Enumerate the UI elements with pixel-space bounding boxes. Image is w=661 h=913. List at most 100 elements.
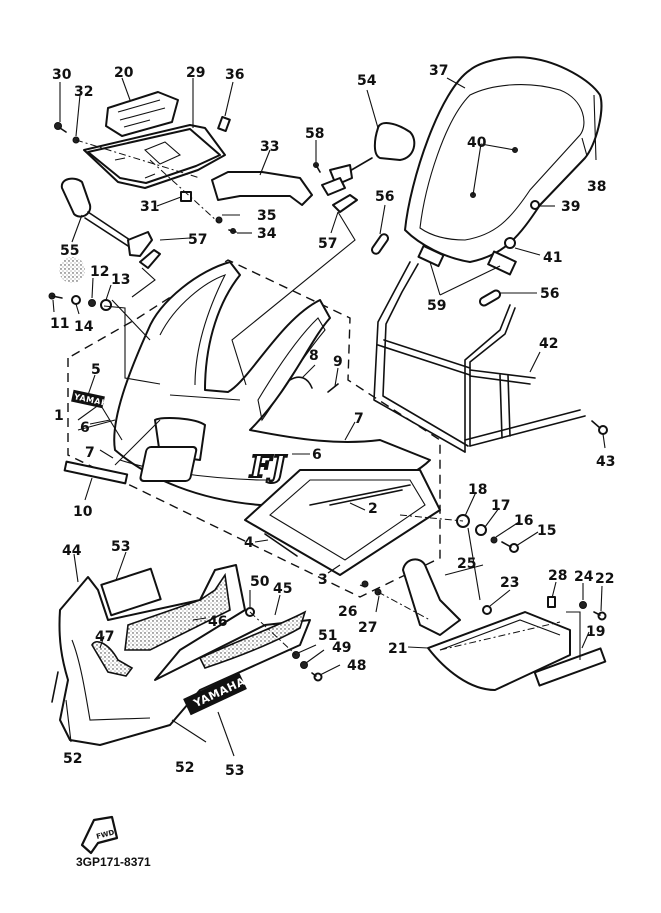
callout-43: 43 (596, 454, 615, 470)
callout-45: 45 (273, 581, 292, 597)
callout-18: 18 (468, 482, 487, 498)
mirror-gasket-part-57-left[interactable] (139, 249, 161, 269)
screw-part-58[interactable] (313, 162, 321, 173)
callout-26: 26 (338, 604, 357, 620)
trim-part-52-left[interactable] (51, 671, 59, 703)
callout-13: 13 (111, 272, 130, 288)
callout-5: 5 (91, 362, 101, 378)
collar-part-17[interactable] (475, 524, 487, 536)
bracket-part-59-b[interactable] (487, 250, 517, 276)
callout-4: 4 (244, 535, 254, 551)
callout-58: 58 (305, 126, 324, 142)
callout-46: 46 (208, 614, 227, 630)
callout-16: 16 (514, 513, 533, 529)
callout-9: 9 (333, 354, 343, 370)
windscreen-part-37[interactable] (404, 56, 603, 263)
callout-32: 32 (74, 84, 93, 100)
washer-part-35[interactable] (215, 216, 223, 224)
washer-part-16[interactable] (490, 536, 498, 544)
trim-part-8[interactable] (289, 376, 313, 389)
callout-23: 23 (500, 575, 519, 591)
mirror-left-part-55[interactable] (60, 177, 153, 257)
callout-labels: 1 2 3 4 5 6 6 7 7 8 9 10 11 12 13 14 15 … (50, 63, 615, 779)
mirror-gasket-part-57-right[interactable] (332, 194, 358, 213)
under-cowl-left-part-44[interactable] (58, 564, 311, 746)
under-cowl-right-part-21[interactable] (427, 611, 571, 691)
callout-52-left: 52 (63, 751, 82, 767)
catalog-code: 3GP171-8371 (76, 855, 151, 869)
trim-part-10[interactable] (63, 460, 129, 485)
callout-39: 39 (561, 199, 580, 215)
callout-31: 31 (140, 199, 159, 215)
callout-38: 38 (587, 179, 606, 195)
inner-panel-part-47[interactable] (91, 641, 134, 677)
callout-52-right: 52 (175, 760, 194, 776)
callout-28: 28 (548, 568, 567, 584)
washer-part-14[interactable] (71, 295, 81, 305)
yamaha-decal-part-5[interactable]: YAMAHA (71, 389, 116, 410)
screw-part-48[interactable] (311, 672, 323, 682)
callout-24: 24 (574, 569, 594, 585)
grommet-part-31[interactable] (180, 191, 192, 202)
cowling-stay-part-42[interactable] (373, 261, 586, 453)
nut-part-41[interactable] (504, 237, 516, 249)
bracket-part-59-a[interactable] (417, 244, 445, 268)
trim-part-4[interactable] (264, 533, 298, 557)
inner-panel-part-3[interactable] (244, 469, 441, 576)
duct-part-33[interactable] (211, 171, 313, 206)
bolt-part-15[interactable] (501, 541, 519, 553)
trim-part-2[interactable] (329, 489, 403, 506)
callout-51: 51 (318, 628, 337, 644)
screw-part-22[interactable] (593, 611, 607, 621)
callout-21: 21 (388, 641, 407, 657)
screw-part-11[interactable] (48, 292, 63, 300)
callout-3: 3 (318, 572, 328, 588)
callout-44: 44 (62, 543, 82, 559)
meter-panel-part-29[interactable] (83, 124, 226, 189)
callout-37: 37 (429, 63, 448, 79)
bracket-part-36[interactable] (217, 115, 231, 133)
trim-part-53-upper[interactable] (100, 567, 162, 617)
callout-1: 1 (54, 408, 64, 424)
fj-emblem-part-6[interactable]: FJ (139, 446, 288, 486)
callout-36: 36 (225, 67, 244, 83)
washer-part-24[interactable] (579, 601, 587, 609)
meter-cover-part-20[interactable] (105, 91, 179, 137)
callout-54: 54 (357, 73, 377, 89)
bracket-part-25[interactable] (402, 558, 461, 636)
bolt-part-43[interactable] (591, 420, 608, 435)
stipple-spot (59, 257, 85, 283)
plate-part-56-a[interactable] (370, 233, 390, 256)
grommet-part-12[interactable] (88, 299, 96, 307)
plate-part-56-b[interactable] (478, 289, 502, 307)
inner-panel-part-46[interactable] (124, 572, 231, 651)
callout-17: 17 (491, 498, 510, 514)
screw-part-30[interactable] (54, 122, 67, 133)
fj-emblem-text: FJ (249, 450, 287, 485)
pin-part-9[interactable] (327, 383, 339, 393)
callout-40: 40 (467, 135, 487, 151)
nut-part-39[interactable] (530, 200, 540, 210)
callout-12: 12 (90, 264, 109, 280)
washer-part-49[interactable] (300, 661, 308, 669)
callout-6-right: 6 (312, 447, 322, 463)
callout-6-left: 6 (80, 420, 90, 436)
callout-53-lower: 53 (225, 763, 244, 779)
callout-56-left: 56 (375, 189, 394, 205)
callout-49: 49 (332, 640, 351, 656)
mirror-right-part-54[interactable] (321, 122, 416, 196)
callout-35: 35 (257, 208, 276, 224)
assembly-lines (75, 139, 581, 660)
callout-53-upper: 53 (111, 539, 130, 555)
nut-part-23[interactable] (482, 605, 492, 615)
nut-part-13[interactable] (100, 299, 112, 311)
forward-direction-marker: FWD (80, 815, 119, 855)
callout-57-left: 57 (188, 232, 207, 248)
trim-part-45[interactable] (198, 610, 307, 669)
screw-part-34[interactable] (228, 228, 237, 234)
fwd-arrow-icon (80, 815, 119, 855)
callout-25: 25 (457, 556, 476, 572)
grommet-part-28[interactable] (547, 596, 556, 608)
trim-part-19[interactable] (533, 647, 607, 687)
